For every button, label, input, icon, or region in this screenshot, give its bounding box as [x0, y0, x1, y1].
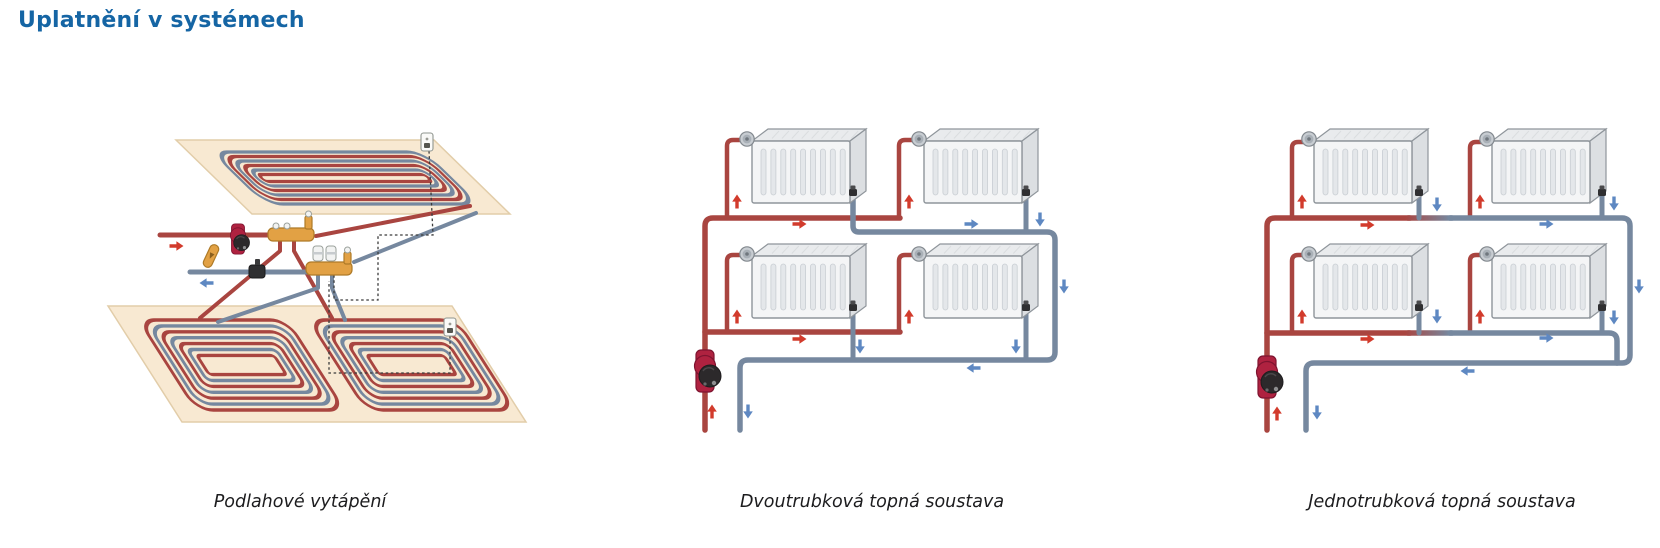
page-title: Uplatnění v systémech: [18, 8, 305, 33]
return-manifold: [305, 245, 353, 276]
return-pipes: [1303, 192, 1633, 433]
radiator-valve-icon: [1479, 246, 1495, 262]
radiator: [923, 243, 1039, 319]
two-pipe-diagram: [693, 128, 1069, 433]
heating-coil: [144, 318, 510, 412]
thermostat-wire: [333, 150, 434, 301]
thermostat-wire: [328, 281, 451, 374]
check-valve-icon: [202, 244, 220, 268]
radiator-valve-icon: [739, 246, 755, 262]
pump-icon: [693, 349, 722, 393]
supply-pipes: [1264, 139, 1489, 433]
figure-caption: Podlahové vytápění: [213, 492, 387, 512]
heating-coil: [219, 150, 471, 206]
ball-valve-icon: [248, 259, 266, 279]
radiator-valve-icon: [911, 246, 927, 262]
floor-heating-diagram: [106, 132, 528, 423]
radiator-valve-icon: [739, 131, 755, 147]
figure-caption: Jednotrubková topná soustava: [1308, 492, 1576, 512]
radiator: [1313, 128, 1429, 204]
figure-caption: Dvoutrubková topná soustava: [739, 492, 1005, 512]
radiator-valve-icon: [911, 131, 927, 147]
supply-pipes: [157, 204, 472, 320]
radiator: [923, 128, 1039, 204]
radiator: [751, 243, 867, 319]
thermostat-icon: [443, 317, 457, 337]
radiator: [1491, 128, 1607, 204]
radiator-valve-icon: [1479, 131, 1495, 147]
one-pipe-diagram: [1255, 128, 1644, 433]
pump-icon: [1255, 355, 1284, 399]
return-pipes: [737, 192, 1058, 433]
radiator: [751, 128, 867, 204]
radiator-valve-icon: [1301, 246, 1317, 262]
thermostat-icon: [420, 132, 434, 152]
radiator: [1313, 243, 1429, 319]
pump-icon: [229, 223, 251, 255]
radiator: [1491, 243, 1607, 319]
supply-manifold: [267, 210, 315, 242]
radiator-valve-icon: [1301, 131, 1317, 147]
supply-pipes: [702, 137, 921, 433]
